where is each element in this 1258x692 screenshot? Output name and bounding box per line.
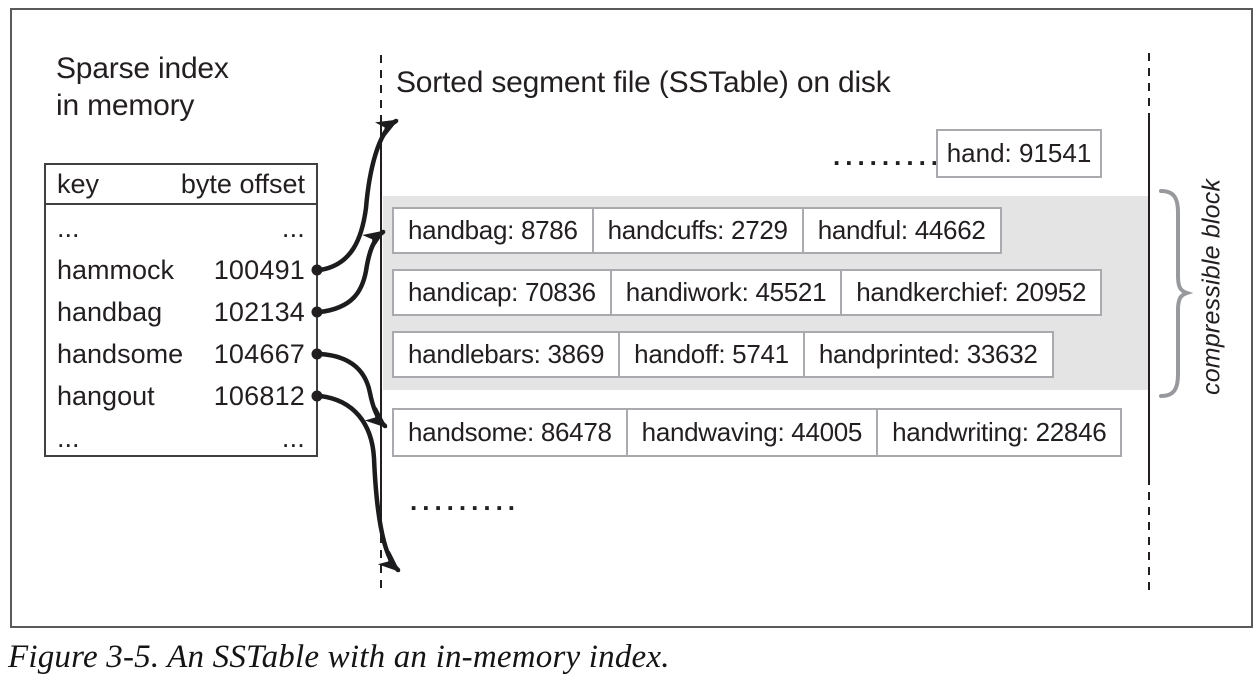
segment-entry: handkerchief: 20952 <box>840 269 1103 316</box>
index-row-handbag: handbag 102134 <box>46 291 316 333</box>
index-row-ellipsis: ... ... <box>46 417 316 459</box>
index-row-hangout: hangout 106812 <box>46 375 316 417</box>
segment-entry: handcuffs: 2729 <box>591 207 804 254</box>
index-table-header: key byte offset <box>46 165 316 205</box>
segment-top-ellipsis: ......... <box>833 141 944 171</box>
index-row-ellipsis: ... ... <box>46 207 316 249</box>
segment-bottom-ellipsis: ......... <box>410 486 521 516</box>
segment-entry: handicap: 70836 <box>392 269 612 316</box>
sstable-title: Sorted segment file (SSTable) on disk <box>396 66 891 99</box>
offset-cell: 106812 <box>213 380 305 411</box>
index-row-hammock: hammock 100491 <box>46 249 316 291</box>
compressible-block-label: compressible block <box>1197 178 1226 396</box>
key-cell: ... <box>57 422 80 453</box>
segment-entry: handsome: 86478 <box>392 408 628 457</box>
offset-cell: ... <box>281 422 305 453</box>
segment-entry: handlebars: 3869 <box>392 331 621 378</box>
segment-entry: handful: 44662 <box>801 207 1002 254</box>
segment-entry: handoff: 5741 <box>618 331 805 378</box>
segment-row-4: handsome: 86478 handwaving: 44005 handwr… <box>392 408 1123 457</box>
offset-cell: ... <box>281 212 305 243</box>
segment-row-2: handicap: 70836 handiwork: 45521 handker… <box>392 269 1103 316</box>
segment-entry: handiwork: 45521 <box>609 269 843 316</box>
segment-entry: handprinted: 33632 <box>802 331 1054 378</box>
segment-entry: handwaving: 44005 <box>625 408 879 457</box>
column-header-key: key <box>57 168 100 199</box>
key-cell: ... <box>57 212 80 243</box>
segment-row-3: handlebars: 3869 handoff: 5741 handprint… <box>392 331 1054 378</box>
offset-cell: 100491 <box>213 254 305 285</box>
column-header-byte-offset: byte offset <box>180 168 305 199</box>
key-cell: hammock <box>57 254 175 285</box>
index-table-rows: ... ... hammock 100491 handbag 102134 ha… <box>46 205 316 459</box>
figure-caption: Figure 3-5. An SSTable with an in-memory… <box>8 639 670 675</box>
key-cell: handbag <box>57 296 163 327</box>
sparse-index-table: key byte offset ... ... hammock 100491 h… <box>44 163 318 457</box>
key-cell: hangout <box>57 380 155 411</box>
offset-cell: 104667 <box>213 338 305 369</box>
segment-entry: handbag: 8786 <box>392 207 594 254</box>
index-row-handsome: handsome 104667 <box>46 333 316 375</box>
key-cell: handsome <box>57 338 184 369</box>
sparse-index-title: Sparse index in memory <box>56 52 229 122</box>
offset-cell: 102134 <box>213 296 305 327</box>
segment-entry: handwriting: 22846 <box>876 408 1123 457</box>
segment-row-1: handbag: 8786 handcuffs: 2729 handful: 4… <box>392 207 1002 254</box>
segment-entry-hand: hand: 91541 <box>936 129 1102 178</box>
